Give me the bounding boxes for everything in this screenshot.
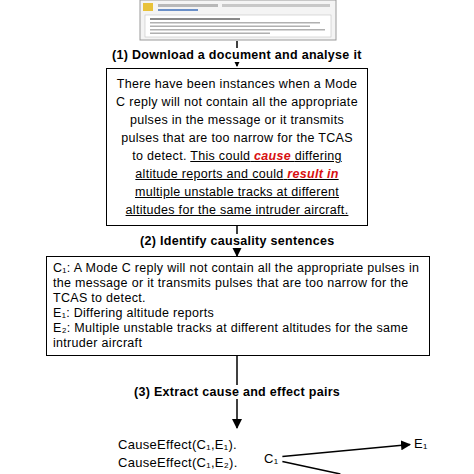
step-label: (2) Identify causality sentences xyxy=(137,234,337,248)
body-text: multiple unstable tracks at different al… xyxy=(126,185,349,217)
causal-keyword: result in xyxy=(287,167,338,181)
node-label: C₁ xyxy=(264,451,278,466)
text-box: C₁: A Mode C reply will not contain all … xyxy=(46,256,430,356)
branch-line xyxy=(282,462,340,474)
graph-node: E₁ xyxy=(412,436,430,451)
text-box: There have been instances when a Mode C … xyxy=(106,68,368,226)
pair-text: C₁: A Mode C reply will not contain all … xyxy=(53,261,423,306)
predicate-text: CauseEffect(C₁,E₂). xyxy=(118,455,238,471)
predicate-text: CauseEffect(C₁,E₁). xyxy=(118,437,237,453)
step-label: (1) Download a document and analyse it xyxy=(109,48,365,62)
pair-text: E₁: Differing altitude reports xyxy=(53,306,423,321)
pair-text: E₂: Multiple unstable tracks at differen… xyxy=(53,321,423,351)
node-label: E₁ xyxy=(414,436,428,451)
causal-keyword: cause xyxy=(254,149,291,163)
graph-node: C₁ xyxy=(262,451,280,466)
connector-arrow xyxy=(282,445,410,457)
body-text: This could xyxy=(190,149,250,163)
step-label: (3) Extract cause and effect pairs xyxy=(131,385,343,399)
